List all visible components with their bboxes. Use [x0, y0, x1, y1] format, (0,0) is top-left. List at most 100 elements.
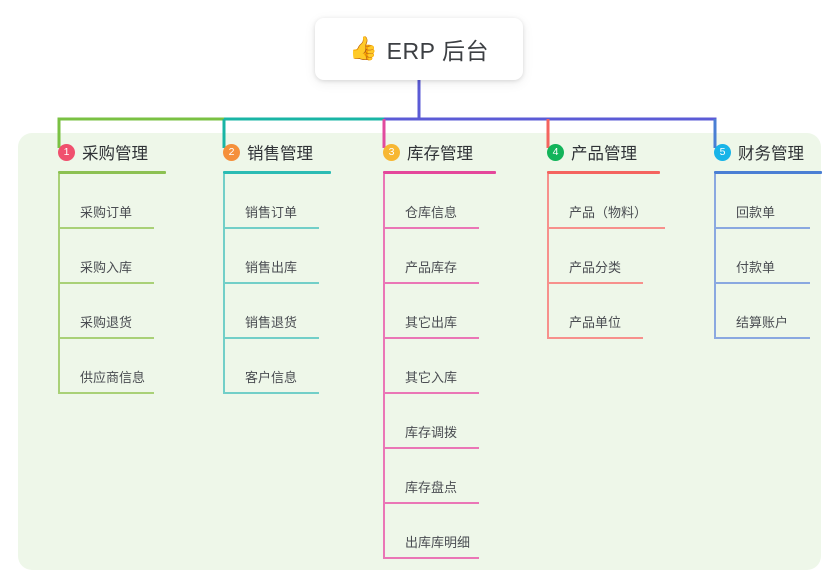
- leaf-node-label: 产品分类: [569, 260, 622, 275]
- leaf-node[interactable]: 付款单: [714, 229, 810, 284]
- branch-spine: [547, 174, 549, 339]
- leaf-node-underline: [223, 227, 319, 229]
- branch-leaf-list: 仓库信息产品库存其它出库其它入库库存调拨库存盘点出库库明细: [383, 174, 523, 559]
- branch-title: 产品管理: [571, 145, 637, 163]
- leaf-node-label: 出库库明细: [405, 535, 471, 550]
- branch-number-badge: 5: [714, 143, 731, 161]
- leaf-node-underline: [547, 227, 665, 229]
- leaf-node-underline: [58, 392, 154, 394]
- leaf-node-underline: [547, 282, 643, 284]
- branch-column-3: 3 库存管理仓库信息产品库存其它出库其它入库库存调拨库存盘点出库库明细: [363, 133, 523, 559]
- leaf-node-underline: [383, 392, 479, 394]
- leaf-node[interactable]: 采购退货: [58, 284, 154, 339]
- branch-columns: 1 采购管理采购订单采购入库采购退货供应商信息 2 销售管理销售订单销售出库销售退货客…: [0, 133, 839, 570]
- leaf-node-underline: [223, 337, 319, 339]
- leaf-node[interactable]: 采购订单: [58, 174, 154, 229]
- leaf-node[interactable]: 销售出库: [223, 229, 319, 284]
- root-node-content: 👍 ERP 后台: [349, 32, 489, 66]
- branch-leaf-list: 销售订单销售出库销售退货客户信息: [223, 174, 353, 394]
- branch-underline: [223, 171, 331, 174]
- leaf-node-label: 其它入库: [405, 370, 458, 385]
- branch-number-badge: 4: [547, 143, 564, 161]
- leaf-node-underline: [223, 392, 319, 394]
- leaf-node-label: 库存盘点: [405, 480, 458, 495]
- leaf-node[interactable]: 库存盘点: [383, 449, 479, 504]
- leaf-node[interactable]: 客户信息: [223, 339, 319, 394]
- leaf-node[interactable]: 结算账户: [714, 284, 810, 339]
- leaf-node-underline: [223, 282, 319, 284]
- branch-underline: [547, 171, 660, 174]
- leaf-node-label: 采购退货: [80, 315, 133, 330]
- branch-leaf-list: 采购订单采购入库采购退货供应商信息: [58, 174, 188, 394]
- leaf-node-underline: [714, 337, 810, 339]
- branch-leaf-list: 产品（物料） 产品分类产品单位: [547, 174, 687, 339]
- branch-header-3[interactable]: 3 库存管理: [363, 133, 523, 171]
- leaf-node-label: 产品单位: [569, 315, 622, 330]
- leaf-node[interactable]: 供应商信息: [58, 339, 154, 394]
- leaf-node[interactable]: 产品（物料）: [547, 174, 665, 229]
- leaf-node-label: 结算账户: [736, 315, 789, 330]
- leaf-node[interactable]: 其它出库: [383, 284, 479, 339]
- leaf-node-label: 产品（物料）: [569, 205, 648, 220]
- thumbs-up-icon: 👍: [349, 35, 378, 62]
- branch-header-4[interactable]: 4 产品管理: [527, 133, 687, 171]
- branch-underline: [383, 171, 496, 174]
- branch-spine: [58, 174, 60, 394]
- leaf-node-label: 客户信息: [245, 370, 298, 385]
- branch-number-badge: 3: [383, 143, 400, 161]
- branch-spine: [223, 174, 225, 394]
- leaf-node-underline: [383, 447, 479, 449]
- leaf-node[interactable]: 产品单位: [547, 284, 643, 339]
- branch-header-2[interactable]: 2 销售管理: [203, 133, 353, 171]
- leaf-node[interactable]: 销售退货: [223, 284, 319, 339]
- leaf-node-underline: [58, 282, 154, 284]
- leaf-node-underline: [383, 227, 479, 229]
- branch-spine: [714, 174, 716, 339]
- leaf-node-label: 采购订单: [80, 205, 133, 220]
- root-node-card[interactable]: 👍 ERP 后台: [315, 18, 523, 80]
- branch-underline: [714, 171, 822, 174]
- branch-spine: [383, 174, 385, 559]
- leaf-node-label: 销售退货: [245, 315, 298, 330]
- leaf-node-label: 其它出库: [405, 315, 458, 330]
- leaf-node-label: 回款单: [736, 205, 776, 220]
- branch-column-1: 1 采购管理采购订单采购入库采购退货供应商信息: [38, 133, 188, 394]
- leaf-node-label: 销售出库: [245, 260, 298, 275]
- leaf-node-underline: [714, 282, 810, 284]
- branch-header-1[interactable]: 1 采购管理: [38, 133, 188, 171]
- branch-title: 采购管理: [82, 145, 148, 163]
- branch-number-badge: 2: [223, 143, 240, 161]
- leaf-node[interactable]: 库存调拨: [383, 394, 479, 449]
- leaf-node[interactable]: 出库库明细: [383, 504, 479, 559]
- leaf-node-underline: [58, 227, 154, 229]
- leaf-node[interactable]: 仓库信息: [383, 174, 479, 229]
- branch-title: 销售管理: [247, 145, 313, 163]
- leaf-node-underline: [58, 337, 154, 339]
- mindmap-panel: [18, 133, 821, 570]
- leaf-node[interactable]: 其它入库: [383, 339, 479, 394]
- root-node-title: ERP 后台: [386, 38, 489, 64]
- branch-underline: [58, 171, 166, 174]
- leaf-node-label: 产品库存: [405, 260, 458, 275]
- leaf-node-label: 库存调拨: [405, 425, 458, 440]
- branch-leaf-list: 回款单付款单结算账户: [714, 174, 834, 339]
- leaf-node[interactable]: 产品分类: [547, 229, 643, 284]
- branch-number-badge: 1: [58, 143, 75, 161]
- leaf-node-underline: [714, 227, 810, 229]
- leaf-node[interactable]: 回款单: [714, 174, 810, 229]
- leaf-node[interactable]: 销售订单: [223, 174, 319, 229]
- leaf-node-underline: [383, 502, 479, 504]
- leaf-node-underline: [383, 557, 479, 559]
- branch-column-4: 4 产品管理产品（物料） 产品分类产品单位: [527, 133, 687, 339]
- leaf-node[interactable]: 采购入库: [58, 229, 154, 284]
- leaf-node-label: 采购入库: [80, 260, 133, 275]
- leaf-node-underline: [383, 282, 479, 284]
- branch-column-2: 2 销售管理销售订单销售出库销售退货客户信息: [203, 133, 353, 394]
- leaf-node[interactable]: 产品库存: [383, 229, 479, 284]
- leaf-node-underline: [383, 337, 479, 339]
- leaf-node-label: 仓库信息: [405, 205, 458, 220]
- branch-title: 库存管理: [407, 145, 473, 163]
- leaf-node-label: 销售订单: [245, 205, 298, 220]
